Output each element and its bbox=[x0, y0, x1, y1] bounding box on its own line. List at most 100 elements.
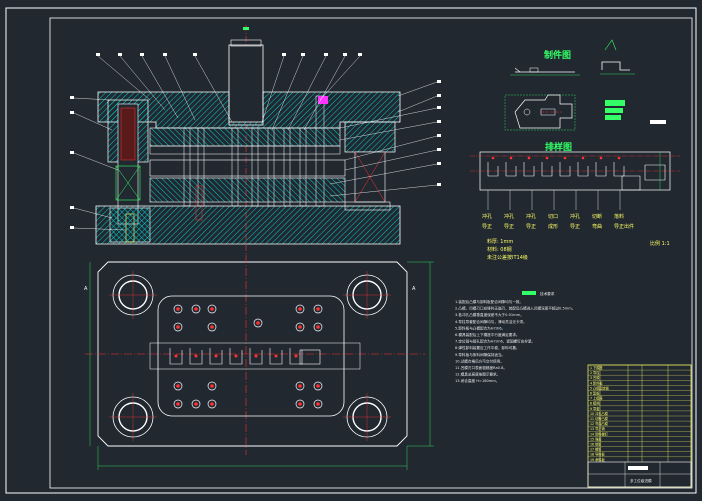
screw-hole-center bbox=[316, 402, 320, 406]
screw-hole-center bbox=[316, 325, 320, 329]
tb-row-text: 1 下模座 bbox=[590, 365, 603, 370]
station-sublabel: 导正 bbox=[526, 224, 536, 230]
die-block[interactable] bbox=[149, 177, 346, 203]
die-insert[interactable] bbox=[157, 295, 345, 417]
tb-row-text: 14 卸料螺钉 bbox=[590, 431, 609, 436]
screw-hole-center bbox=[210, 384, 214, 388]
tech-req-line: 5.卸料板与凸模配合为H7/h6。 bbox=[455, 325, 505, 330]
tech-req-line: 4.导柱导套配合间隙均匀，滑动灵活无卡滞。 bbox=[455, 319, 527, 324]
plan-pilot bbox=[214, 354, 218, 358]
station-sublabel: 导正出件 bbox=[614, 223, 634, 230]
stripper-plate[interactable] bbox=[149, 159, 346, 177]
station-sublabel: 导正 bbox=[482, 224, 492, 230]
tb-row-text: 19 承料板 bbox=[590, 457, 605, 462]
screw-hole-center bbox=[176, 307, 180, 311]
strip-station bbox=[487, 162, 499, 177]
tech-req-line: 9.导料板与条料间隙保持适当。 bbox=[455, 352, 505, 357]
plan-station bbox=[269, 348, 283, 365]
screw-hole bbox=[295, 399, 305, 409]
plan-station bbox=[209, 348, 223, 365]
screw-hole bbox=[207, 322, 217, 332]
callout-leaders bbox=[73, 55, 438, 231]
title-block-name: 多工位级进模 bbox=[630, 478, 652, 483]
tb-row-text: 11 切断凸模 bbox=[590, 416, 609, 421]
plan-holes bbox=[173, 304, 323, 409]
part-drawing[interactable]: 制件图 bbox=[504, 39, 666, 131]
screw-hole bbox=[173, 322, 183, 332]
cutoff-station bbox=[299, 349, 321, 365]
tb-row-text: 6 垫板 bbox=[590, 391, 600, 396]
spring-box-left bbox=[115, 165, 141, 201]
tech-req-title: 技术要求 bbox=[540, 291, 555, 296]
tech-req-line: 2.凸模、凹模刃口应锋利无崩刃，装配后凸模进入凹模深度不超过0.5mm。 bbox=[455, 306, 575, 311]
station-label: 冲孔 bbox=[570, 213, 580, 220]
station-sublabel: 成形 bbox=[548, 223, 558, 230]
station-sublabel: 弯曲 bbox=[592, 223, 602, 230]
tb-row-text: 10 冲孔凸模 bbox=[590, 411, 609, 416]
technical-requirements[interactable]: 技术要求 1.装配后凸模与卸料板配合间隙均匀一致。2.凸模、凹模刃口应锋利无崩刃… bbox=[455, 291, 575, 383]
station-label: 切断 bbox=[592, 213, 602, 220]
pilot-hole bbox=[509, 156, 513, 160]
screw-hole bbox=[207, 399, 217, 409]
screw-hole bbox=[207, 304, 217, 314]
plan-pilot bbox=[274, 354, 278, 358]
tb-row-text: 18 导料板 bbox=[590, 452, 605, 457]
tb-row-text: 8 模柄 bbox=[590, 401, 600, 406]
strip-layout-title: 排样图 bbox=[545, 141, 572, 153]
screw-hole-center bbox=[176, 384, 180, 388]
screw-hole-center bbox=[176, 325, 180, 329]
tech-req-line: 3.各冲孔凸模垂直度误差不大于0.01mm。 bbox=[455, 312, 524, 317]
screw-hole bbox=[191, 399, 201, 409]
part-view-title: 制件图 bbox=[544, 49, 571, 61]
screw-hole bbox=[173, 381, 183, 391]
tech-req-line: 11.凹模刃口表面粗糙度Ra0.8。 bbox=[455, 365, 507, 370]
plan-pilot bbox=[194, 354, 198, 358]
screw-hole-center bbox=[194, 402, 198, 406]
part-note-line1: 料厚: 1mm bbox=[487, 238, 513, 245]
screw-hole-center bbox=[316, 307, 320, 311]
guide-post-left-inner bbox=[120, 107, 136, 161]
screw-hole bbox=[313, 322, 323, 332]
plan-view-lower-die[interactable]: A A bbox=[84, 255, 434, 470]
screw-hole-center bbox=[176, 402, 180, 406]
plan-view-outline[interactable] bbox=[97, 261, 408, 447]
shank-top bbox=[230, 39, 262, 47]
station-label: 冲孔 bbox=[504, 213, 514, 220]
screw-lower-left bbox=[125, 213, 135, 243]
drawing-frame-inner bbox=[49, 17, 693, 489]
die-shank[interactable] bbox=[228, 44, 264, 126]
lower-guide-bush-left bbox=[109, 207, 151, 243]
guide-bush-right[interactable] bbox=[344, 121, 396, 153]
station-label: 切口 bbox=[548, 213, 558, 220]
strip-station bbox=[595, 162, 607, 177]
punch-array bbox=[183, 95, 328, 221]
tb-row-text: 16 销钉 bbox=[590, 442, 602, 447]
screw-hole-center bbox=[210, 402, 214, 406]
screw-hole-center bbox=[316, 384, 320, 388]
screw-hole bbox=[173, 304, 183, 314]
plan-station bbox=[289, 348, 303, 365]
screw-hole-center bbox=[210, 307, 214, 311]
pilot-hole bbox=[581, 156, 585, 160]
tb-row-text: 7 上模座 bbox=[590, 396, 603, 401]
screw-hole-center bbox=[298, 384, 302, 388]
guide-post-holes bbox=[109, 271, 391, 441]
front-section-view[interactable] bbox=[70, 25, 441, 255]
station-label: 冲孔 bbox=[526, 213, 536, 220]
pilot-hole bbox=[527, 156, 531, 160]
strip-channel bbox=[149, 342, 361, 370]
plan-pilot bbox=[174, 354, 178, 358]
drawing-frame-outer bbox=[5, 7, 697, 494]
lower-die-set[interactable] bbox=[95, 205, 401, 245]
strip-station bbox=[613, 162, 625, 177]
tb-row-text: 12 弯曲凸模 bbox=[590, 421, 609, 426]
screw-hole-center bbox=[298, 307, 302, 311]
screw-hole-center bbox=[298, 325, 302, 329]
scale-note: 比例 1:1 bbox=[650, 240, 670, 247]
punch-holder-plate[interactable] bbox=[149, 127, 341, 147]
station-sublabel: 导正 bbox=[570, 224, 580, 230]
tech-req-line: 10.试模合格后方可交付使用。 bbox=[455, 358, 504, 363]
